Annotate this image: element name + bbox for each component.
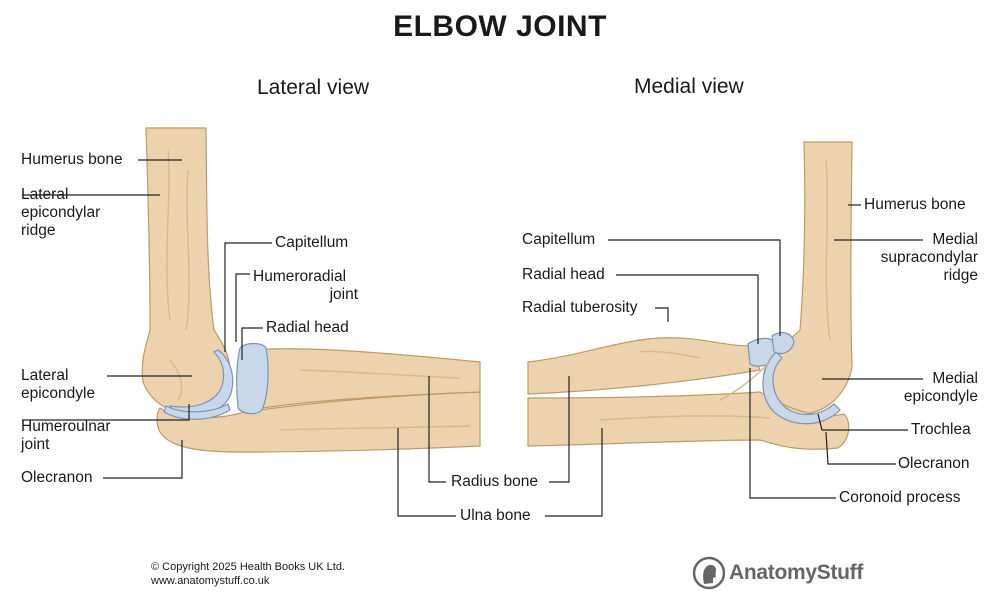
label-medial-epicondyle: Medial epicondyle <box>903 370 978 405</box>
leader-lines-medial <box>608 204 923 499</box>
label-radial-head-lateral: Radial head <box>266 319 349 336</box>
lateral-elbow-drawing <box>141 127 481 453</box>
label-radial-tuberosity: Radial tuberosity <box>522 299 638 316</box>
label-olecranon-medial: Olecranon <box>898 455 970 472</box>
label-capitellum-medial: Capitellum <box>522 231 596 248</box>
label-humerus-bone-medial: Humerus bone <box>864 196 966 213</box>
label-olecranon-lateral: Olecranon <box>21 469 93 486</box>
leader-lines-lateral <box>22 159 272 479</box>
label-lateral-epicondylar-ridge: Lateral epicondylar ridge <box>21 186 101 239</box>
lateral-humeroulnar-shape <box>163 403 231 420</box>
label-coronoid-process: Coronoid process <box>839 489 961 506</box>
medial-elbow-drawing <box>527 141 853 450</box>
lateral-humerus-shape <box>141 127 231 415</box>
lateral-radial-head-shape <box>236 342 269 415</box>
label-radial-head-medial: Radial head <box>522 266 605 283</box>
label-humerus-bone-lateral: Humerus bone <box>21 151 123 168</box>
medial-trochlea-shape <box>762 351 841 425</box>
label-trochlea: Trochlea <box>911 421 971 438</box>
anatomystuff-logo: AnatomyStuff <box>693 556 863 590</box>
label-ulna-bone: Ulna bone <box>460 507 531 524</box>
copyright-notice: © Copyright 2025 Health Books UK Ltd. ww… <box>151 560 345 588</box>
logo-text: AnatomyStuff <box>729 561 864 584</box>
label-humeroulnar-joint: Humeroulnar joint <box>21 418 111 453</box>
medial-humerus-shape <box>763 141 853 415</box>
diagram-title: ELBOW JOINT <box>393 10 607 43</box>
label-capitellum-lateral: Capitellum <box>275 234 349 251</box>
medial-view-title: Medial view <box>634 75 744 98</box>
label-lateral-epicondyle: Lateral epicondyle <box>21 367 96 402</box>
label-humeroradial-joint: Humeroradial joint <box>253 268 358 303</box>
copyright-text: © Copyright 2025 Health Books UK Ltd. <box>151 561 345 573</box>
logo-head-icon <box>693 556 725 590</box>
website-url: www.anatomystuff.co.uk <box>151 575 270 587</box>
leader-lines-center <box>397 376 603 517</box>
lateral-view-title: Lateral view <box>257 76 370 99</box>
lateral-capitellum-shape <box>168 349 234 417</box>
label-radius-bone: Radius bone <box>451 473 539 490</box>
medial-radius-shape <box>527 337 761 395</box>
label-medial-supracondylar-ridge: Medial supracondylar ridge <box>880 231 978 284</box>
